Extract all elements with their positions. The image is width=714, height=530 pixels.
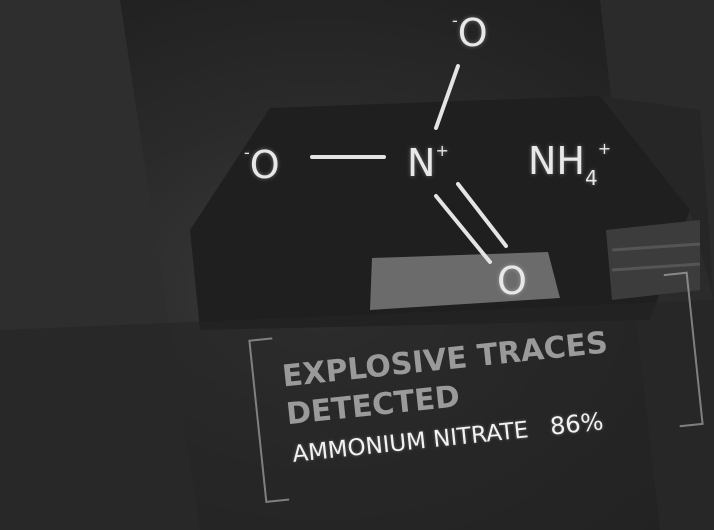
atom-oxygen-bottom: O xyxy=(497,262,527,300)
atom-symbol: N xyxy=(407,141,436,185)
bond-n-o-bottom-1 xyxy=(434,194,492,264)
atom-nitrogen: N+ xyxy=(407,141,449,185)
atom-symbol: O xyxy=(249,143,280,187)
atom-oxygen-top: -O xyxy=(452,11,488,55)
confidence-percent: 86% xyxy=(548,407,605,441)
atom-symbol: O xyxy=(457,11,488,55)
atom-symbol: NH xyxy=(528,139,585,183)
atom-symbol: O xyxy=(497,259,527,303)
charge-label: - xyxy=(452,11,458,31)
charge-label: + xyxy=(597,139,612,159)
bond-n-o-bottom-2 xyxy=(456,182,508,248)
bond-n-o-top xyxy=(434,64,460,130)
atom-oxygen-left: -O xyxy=(244,143,280,187)
ammonium-ion: NH4 + xyxy=(528,139,612,188)
charge-label: - xyxy=(244,143,250,163)
subscript-label: 4 xyxy=(585,165,598,190)
charge-label: + xyxy=(435,141,449,161)
